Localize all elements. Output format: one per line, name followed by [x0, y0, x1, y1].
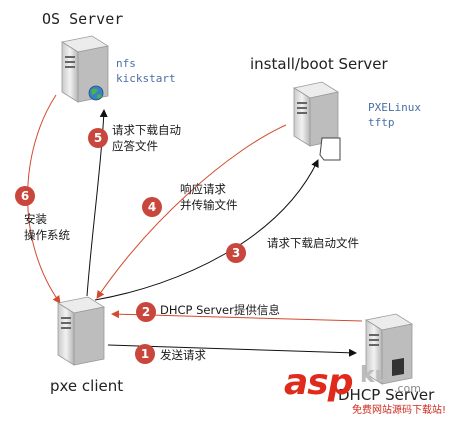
- arrow-step-4: [96, 124, 287, 299]
- watermark-logo-ku: ku: [360, 363, 391, 388]
- step-4-label-line-1: 响应请求: [180, 182, 226, 196]
- pxe-client-title: pxe client: [50, 377, 124, 395]
- install-server-icon: [292, 81, 341, 161]
- pxe-client-icon: [56, 296, 106, 366]
- dhcp-server-title: DHCP Server: [338, 386, 435, 404]
- step-4-label-line-2: 并传输文件: [180, 198, 238, 212]
- step-3-label: 请求下载启动文件: [267, 236, 359, 250]
- watermark-domain: .com: [394, 382, 421, 395]
- step-6-badge: 6: [15, 186, 35, 206]
- watermark-slogan: 免费网站源码下载站!: [352, 405, 447, 416]
- step-2-badge: 2: [136, 302, 156, 322]
- step-1-badge: 1: [135, 344, 155, 364]
- os-server-title: OS Server: [42, 10, 124, 28]
- os-server-service-kickstart: kickstart: [116, 72, 176, 85]
- install-server-title: install/boot Server: [250, 55, 388, 73]
- os-server-service-nfs: nfs: [116, 57, 136, 70]
- os-server-icon: [60, 35, 110, 103]
- watermark-logo-asp: asp: [284, 362, 353, 403]
- step-5-label-line-1: 请求下载自动: [112, 123, 181, 137]
- arrow-step-3: [94, 159, 319, 301]
- dhcp-server-icon: [364, 313, 414, 385]
- step-2-label: DHCP Server提供信息: [160, 303, 280, 317]
- step-3-badge: 3: [226, 243, 246, 263]
- step-5-badge: 5: [88, 128, 108, 148]
- install-server-service-pxelinux: PXELinux: [368, 101, 421, 114]
- step-6-label-line-1: 安装: [24, 212, 47, 226]
- install-server-service-tftp: tftp: [368, 116, 395, 129]
- step-1-label: 发送请求: [160, 348, 206, 362]
- step-5-label-line-2: 应答文件: [112, 139, 158, 153]
- step-4-badge: 4: [142, 197, 162, 217]
- step-6-label-line-2: 操作系统: [24, 228, 70, 242]
